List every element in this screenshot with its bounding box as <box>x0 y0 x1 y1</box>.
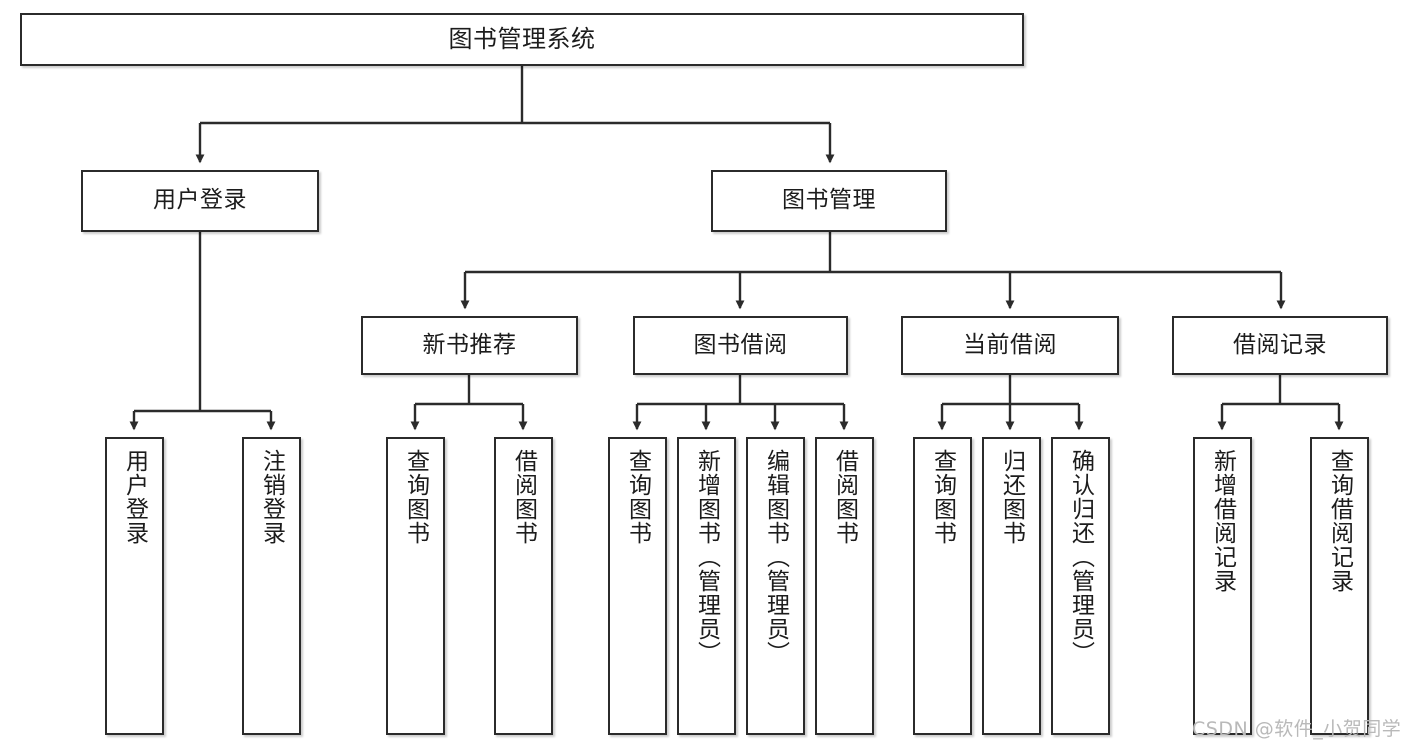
node-label: 用户登录 <box>153 187 247 214</box>
node-root-book-management-system[interactable]: 图书管理系统 <box>20 13 1024 66</box>
node-label: 借阅记录 <box>1233 331 1327 358</box>
node-label: 图书管理系统 <box>448 25 596 54</box>
node-label: 编辑图书（管理员） <box>762 449 789 665</box>
leaf-borrow-record-query-record[interactable]: 查询借阅记录 <box>1310 437 1369 735</box>
leaf-borrow-record-add-record[interactable]: 新增借阅记录 <box>1193 437 1252 735</box>
node-current-borrow[interactable]: 当前借阅 <box>901 316 1119 375</box>
node-new-book-recommend[interactable]: 新书推荐 <box>361 316 578 375</box>
node-label: 查询图书 <box>929 449 956 545</box>
node-label: 归还图书 <box>998 449 1025 545</box>
leaf-current-borrow-query-books[interactable]: 查询图书 <box>913 437 972 735</box>
node-user-login[interactable]: 用户登录 <box>81 170 319 232</box>
leaf-user-login-login[interactable]: 用户登录 <box>105 437 164 735</box>
leaf-new-book-query-books[interactable]: 查询图书 <box>386 437 445 735</box>
node-label: 借阅图书 <box>510 449 537 545</box>
leaf-book-borrow-add-book-admin[interactable]: 新增图书（管理员） <box>677 437 736 735</box>
node-label: 借阅图书 <box>831 449 858 545</box>
node-label: 用户登录 <box>121 449 148 545</box>
leaf-book-borrow-edit-book-admin[interactable]: 编辑图书（管理员） <box>746 437 805 735</box>
leaf-new-book-borrow-books[interactable]: 借阅图书 <box>494 437 553 735</box>
watermark-text: CSDN @软件_小贺同学 <box>1192 718 1402 740</box>
node-label: 确认归还（管理员） <box>1067 449 1094 665</box>
node-borrow-record[interactable]: 借阅记录 <box>1172 316 1388 375</box>
leaf-book-borrow-borrow-books[interactable]: 借阅图书 <box>815 437 874 735</box>
leaf-user-login-logout[interactable]: 注销登录 <box>242 437 301 735</box>
leaf-current-borrow-confirm-return-admin[interactable]: 确认归还（管理员） <box>1051 437 1110 735</box>
node-label: 查询图书 <box>402 449 429 545</box>
node-label: 图书借阅 <box>693 331 788 358</box>
node-label: 图书管理 <box>782 187 876 214</box>
node-label: 新书推荐 <box>422 331 517 358</box>
node-book-borrow[interactable]: 图书借阅 <box>633 316 848 375</box>
node-label: 新增图书（管理员） <box>693 449 720 665</box>
leaf-current-borrow-return-books[interactable]: 归还图书 <box>982 437 1041 735</box>
node-label: 当前借阅 <box>963 331 1057 358</box>
node-label: 注销登录 <box>258 449 285 545</box>
node-label: 查询图书 <box>624 449 651 545</box>
node-label: 查询借阅记录 <box>1326 449 1353 593</box>
node-book-management[interactable]: 图书管理 <box>711 170 947 232</box>
leaf-book-borrow-query-books[interactable]: 查询图书 <box>608 437 667 735</box>
node-label: 新增借阅记录 <box>1209 449 1236 593</box>
